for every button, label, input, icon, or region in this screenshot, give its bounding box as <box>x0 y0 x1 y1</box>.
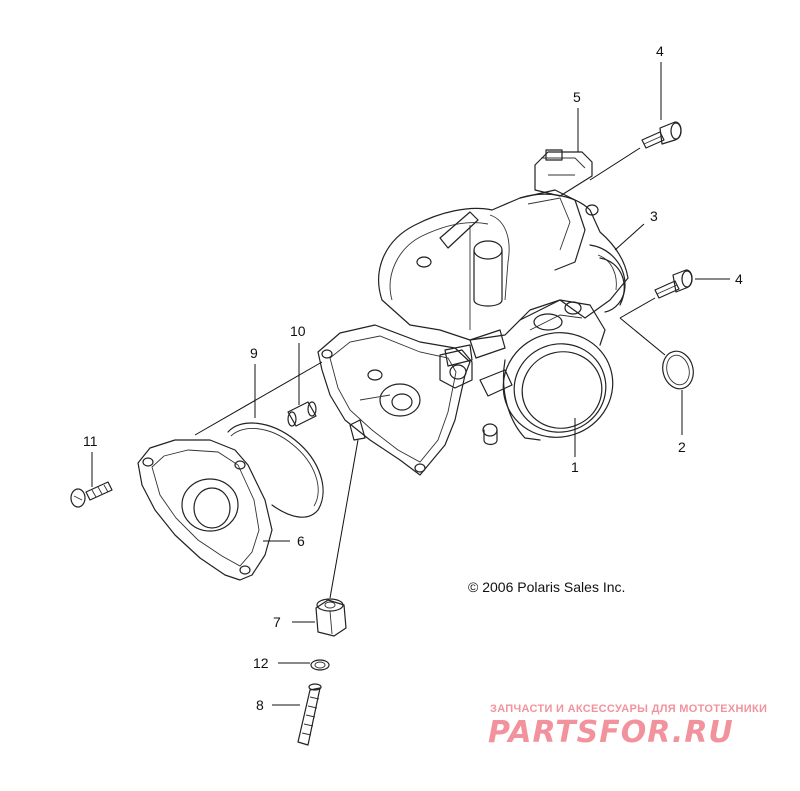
callout-5: 5 <box>573 89 581 105</box>
copyright-text: © 2006 Polaris Sales Inc. <box>468 579 625 595</box>
callout-4-lower: 4 <box>735 271 743 287</box>
callout-8: 8 <box>256 697 264 713</box>
callout-2: 2 <box>678 439 686 455</box>
watermark-brand: PARTSFOR.RU <box>488 715 734 750</box>
gasket-part-9 <box>227 422 324 518</box>
callout-12: 12 <box>253 655 269 671</box>
sensor-part-5 <box>534 149 593 197</box>
washer-part-12 <box>310 659 330 671</box>
callout-10: 10 <box>290 323 306 339</box>
plunger-part-10 <box>287 401 317 427</box>
callout-1: 1 <box>571 459 579 475</box>
leader-lines <box>91 62 730 706</box>
callout-3: 3 <box>650 208 658 224</box>
screw-part-11 <box>70 481 113 508</box>
bolt-part-4-upper <box>641 121 682 149</box>
watermark: ЗАПЧАСТИ И АКСЕССУАРЫ ДЛЯ МОТОТЕХНИКИ PA… <box>488 703 767 750</box>
cover-plate-part-6 <box>137 439 273 581</box>
throttle-body-part-1 <box>378 189 629 446</box>
callout-9: 9 <box>250 345 258 361</box>
callout-4-upper: 4 <box>656 43 664 59</box>
o-ring-part-2 <box>662 350 694 390</box>
callout-11: 11 <box>83 433 98 449</box>
bolt-part-4-lower <box>654 269 693 299</box>
seal-part-3 <box>599 257 625 306</box>
callout-7: 7 <box>273 614 281 630</box>
housing-plate <box>317 324 473 476</box>
watermark-tagline: ЗАПЧАСТИ И АКСЕССУАРЫ ДЛЯ МОТОТЕХНИКИ <box>490 703 767 715</box>
adjuster-screw-part-8 <box>297 683 322 746</box>
nut-part-7 <box>315 598 347 637</box>
callout-6: 6 <box>297 533 305 549</box>
callout-labels: 4 5 3 4 2 1 10 9 11 6 7 12 8 <box>83 43 743 713</box>
